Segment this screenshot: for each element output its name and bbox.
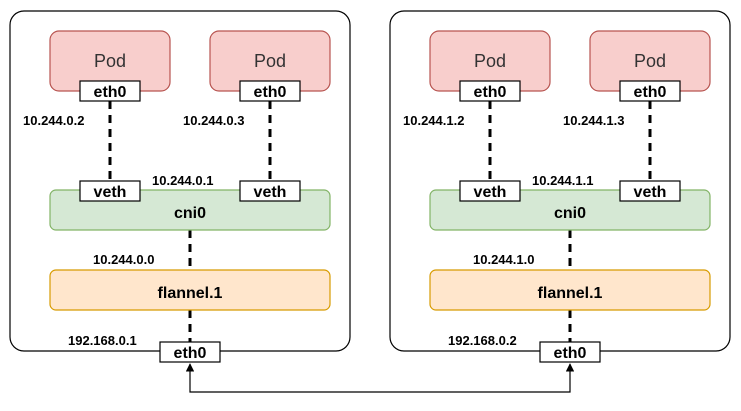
flannel-label-2: flannel.1 (538, 285, 603, 302)
flannel-device-2 (429, 269, 711, 311)
host-to-host-connection (185, 363, 575, 393)
veth-2-label: veth (254, 184, 287, 201)
cni0-ip: 10.244.0.1 (152, 173, 213, 188)
flannel-device (49, 269, 331, 311)
pod-3-eth0-label: eth0 (474, 84, 507, 101)
host-ip: 192.168.0.1 (68, 333, 137, 348)
host-eth0-box-2 (539, 341, 601, 363)
host-eth0-box (159, 341, 221, 363)
pod-1-eth0-box (79, 80, 141, 102)
pod-2-label: Pod (254, 51, 286, 71)
pod-4-label: Pod (634, 51, 666, 71)
host-node-1: Pod eth0 Pod eth0 10.244.0.2 10.244.0.3 … (9, 10, 351, 363)
pod-2-ip: 10.244.0.3 (183, 113, 244, 128)
pod-1-eth0-label: eth0 (94, 84, 127, 101)
pod-4-ip: 10.244.1.3 (563, 113, 624, 128)
flannel-ip-2: 10.244.1.0 (473, 252, 534, 267)
host-eth0-label: eth0 (174, 345, 207, 362)
veth-1-box (79, 180, 141, 202)
pod-1-label: Pod (94, 51, 126, 71)
pod-3-eth0-box (459, 80, 521, 102)
veth-4-label: veth (634, 184, 667, 201)
host-ip-2: 192.168.0.2 (448, 333, 517, 348)
veth-4-box (619, 180, 681, 202)
cni0-ip-2: 10.244.1.1 (532, 173, 593, 188)
host-node-2: Pod eth0 Pod eth0 10.244.1.2 10.244.1.3 … (389, 10, 731, 363)
flannel-label: flannel.1 (158, 285, 223, 302)
pod-4-eth0-label: eth0 (634, 84, 667, 101)
pod-3-label: Pod (474, 51, 506, 71)
pod-3-ip: 10.244.1.2 (403, 113, 464, 128)
veth-1-label: veth (94, 184, 127, 201)
veth-2-box (239, 180, 301, 202)
pod-2-eth0-box (239, 80, 301, 102)
veth-3-label: veth (474, 184, 507, 201)
cni0-label: cni0 (174, 205, 206, 222)
pod-1-ip: 10.244.0.2 (23, 113, 84, 128)
flannel-ip: 10.244.0.0 (93, 252, 154, 267)
veth-3-box (459, 180, 521, 202)
cni0-label-2: cni0 (554, 205, 586, 222)
pod-4-eth0-box (619, 80, 681, 102)
host-eth0-label-2: eth0 (554, 345, 587, 362)
pod-2-eth0-label: eth0 (254, 84, 287, 101)
